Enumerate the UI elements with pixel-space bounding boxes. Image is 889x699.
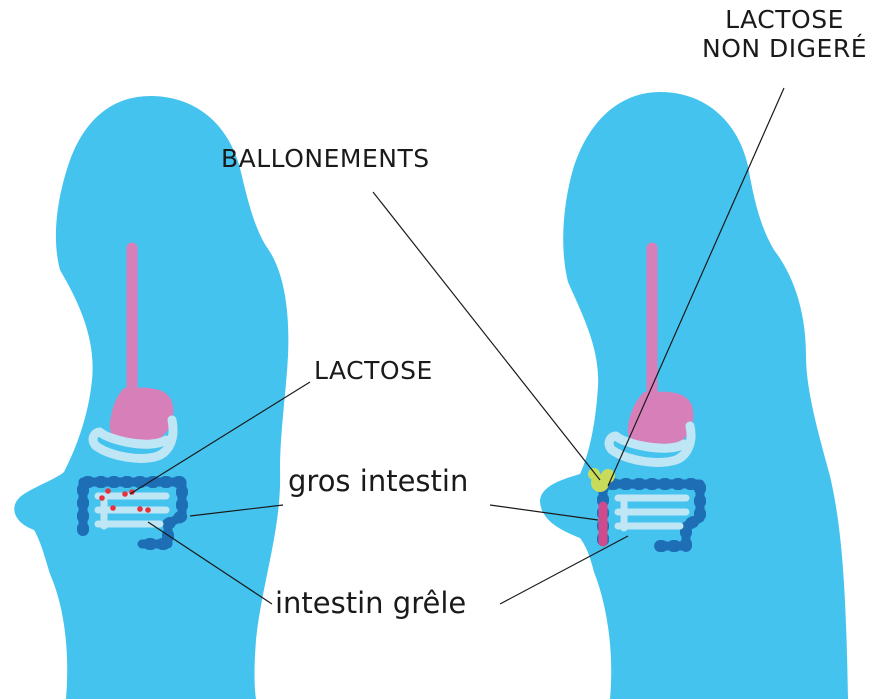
label-gros-intestin: gros intestin (288, 465, 468, 498)
lactose-dot (145, 507, 151, 513)
label-intestin-grele: intestin grêle (275, 587, 466, 620)
lactose-dot (99, 495, 105, 501)
label-lactose: LACTOSE (314, 357, 433, 386)
lactose-dot (122, 491, 128, 497)
left-silhouette (14, 96, 288, 699)
label-ballonements: BALLONEMENTS (221, 145, 430, 174)
lactose-dot (110, 505, 116, 511)
label-lactose-non-digere-line2: NON DIGERÉ (702, 35, 867, 64)
label-lactose-non-digere: LACTOSE NON DIGERÉ (702, 6, 867, 64)
lactose-dot (105, 488, 111, 494)
right-silhouette (540, 92, 848, 699)
label-lactose-non-digere-line1: LACTOSE (702, 6, 867, 35)
lactose-dot (137, 506, 143, 512)
right-body-silhouette (540, 92, 848, 699)
